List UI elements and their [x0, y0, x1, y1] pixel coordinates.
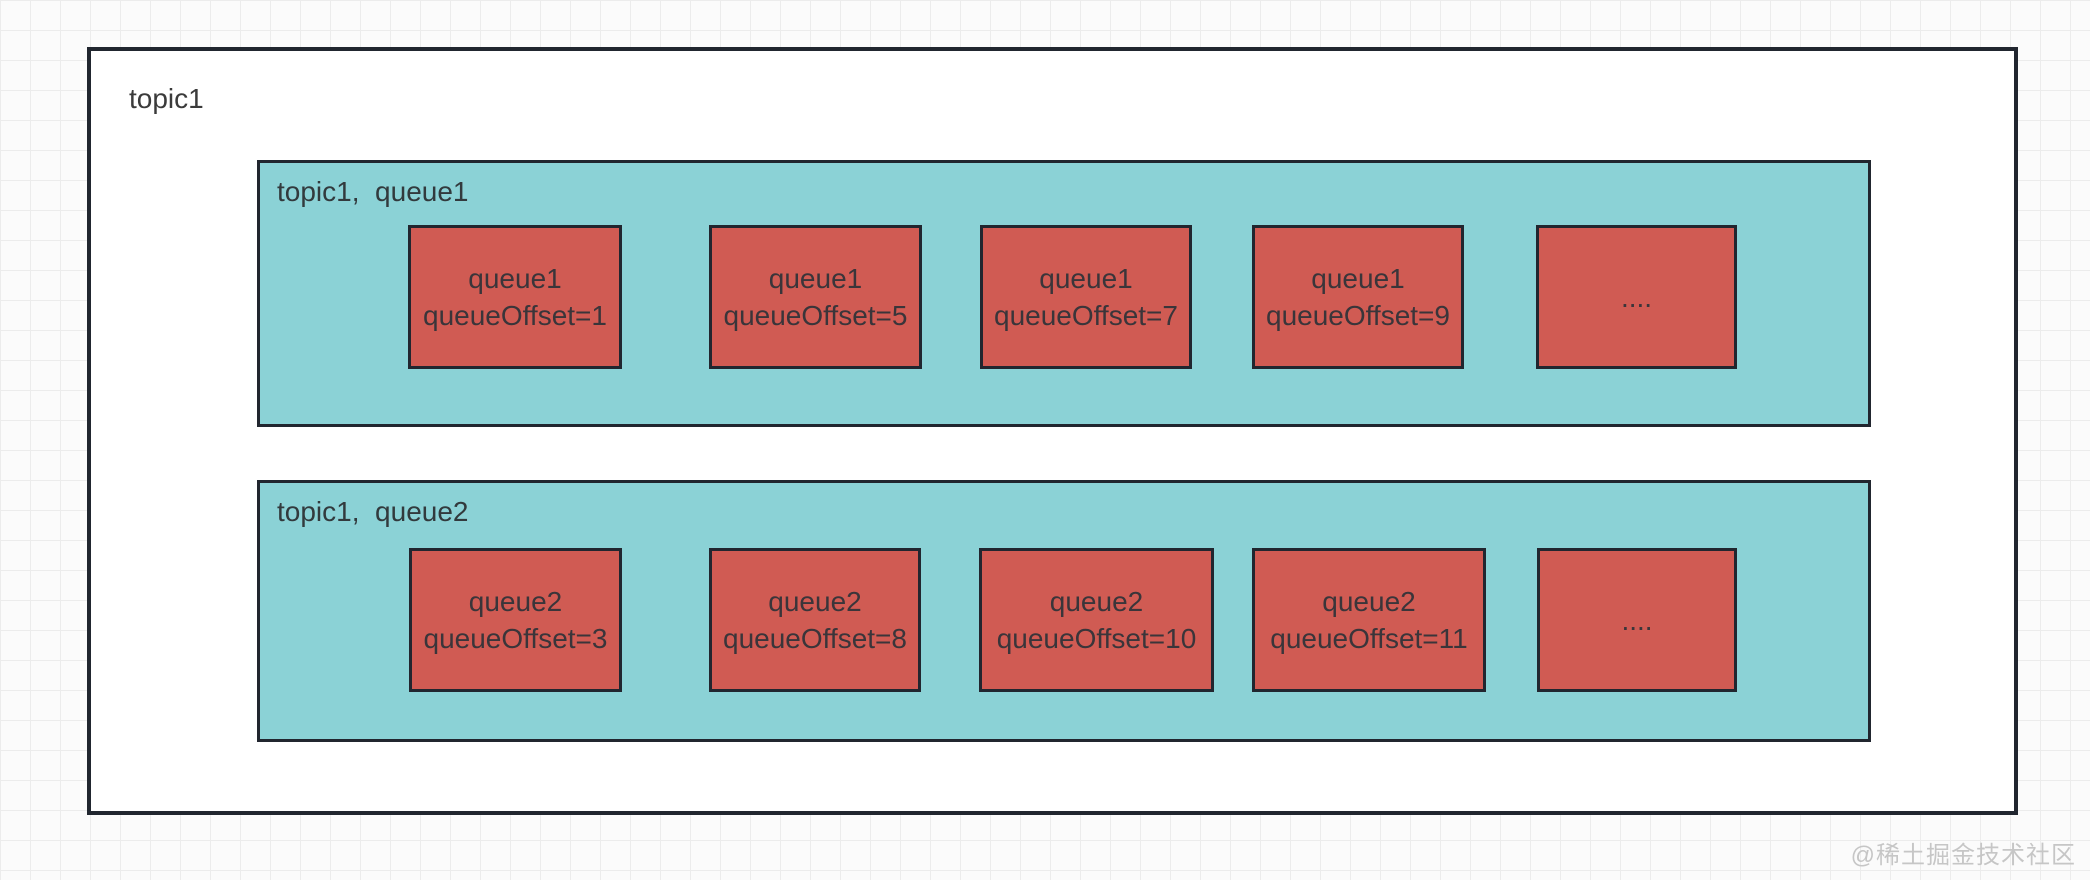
queue2-group-label: topic1, queue2	[277, 496, 469, 527]
message-cell-queue: queue1	[768, 263, 863, 294]
message-cell: queue1 queueOffset=5	[709, 225, 922, 369]
topic-label: topic1	[129, 83, 204, 114]
queue1-group-box: topic1, queue1 queue1 queueOffset=1 queu…	[257, 160, 1871, 427]
message-cell-offset: queueOffset=10	[996, 623, 1197, 654]
message-cell-offset: queueOffset=3	[423, 623, 608, 654]
queue2-group-box: topic1, queue2 queue2 queueOffset=3 queu…	[257, 480, 1871, 742]
message-cell: queue2 queueOffset=8	[709, 548, 921, 692]
message-cell-offset: queueOffset=11	[1270, 623, 1468, 654]
message-cell: queue2 queueOffset=3	[409, 548, 622, 692]
message-cell-offset: queueOffset=1	[423, 300, 607, 331]
message-cell-queue: queue1	[468, 263, 562, 294]
watermark: @稀土掘金技术社区	[1850, 842, 2076, 869]
message-cell-ellipsis: ....	[1536, 225, 1737, 369]
message-cell-queue: queue1	[1039, 263, 1133, 294]
message-cell-queue: queue2	[468, 586, 563, 617]
message-cell: queue1 queueOffset=7	[980, 225, 1192, 369]
ellipsis-dots: ....	[1621, 604, 1653, 636]
message-cell: queue2 queueOffset=11	[1252, 548, 1486, 692]
message-cell-queue: queue1	[1311, 263, 1405, 294]
message-cell-ellipsis: ....	[1537, 548, 1737, 692]
message-cell: queue1 queueOffset=1	[408, 225, 622, 369]
queue1-group-label: topic1, queue1	[277, 176, 469, 207]
message-cell-offset: queueOffset=5	[723, 300, 908, 331]
message-cell-offset: queueOffset=8	[723, 623, 907, 654]
message-cell-queue: queue2	[1049, 586, 1144, 617]
ellipsis-dots: ....	[1620, 281, 1653, 313]
topic-container-box: topic1 topic1, queue1 queue1 queueOffset…	[87, 47, 2018, 815]
message-cell-queue: queue2	[1322, 586, 1416, 617]
message-cell: queue2 queueOffset=10	[979, 548, 1214, 692]
message-cell-offset: queueOffset=9	[1266, 300, 1450, 331]
message-cell-offset: queueOffset=7	[994, 300, 1178, 331]
message-cell: queue1 queueOffset=9	[1252, 225, 1464, 369]
message-cell-queue: queue2	[768, 586, 862, 617]
